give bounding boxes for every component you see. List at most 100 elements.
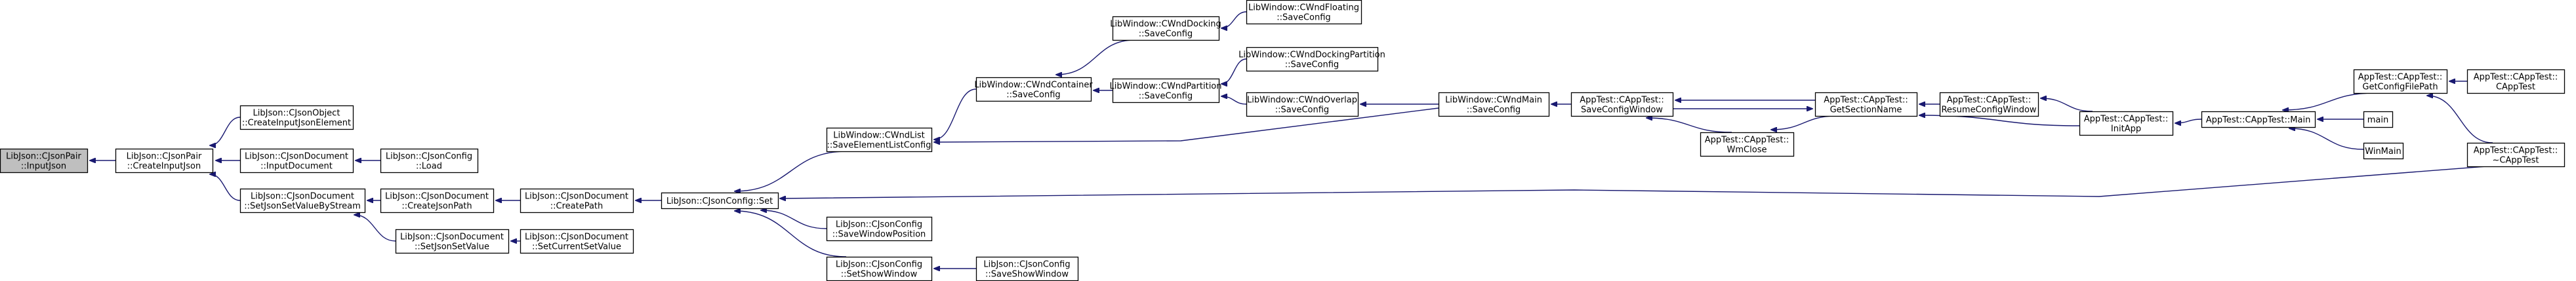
graph-node-libjson-cjsonconfig-saveshowwindow[interactable]: LibJson::CJsonConfig::SaveShowWindow xyxy=(975,256,1079,281)
node-label: ::SaveConfig xyxy=(1285,60,1339,70)
call-edge xyxy=(210,174,241,201)
node-box xyxy=(2201,111,2316,128)
graph-node-libjson-cjsondocument-createpath[interactable]: LibJson::CJsonDocument::CreatePath xyxy=(520,188,634,214)
node-label: LibJson::CJsonPair xyxy=(127,152,202,162)
node-box xyxy=(115,148,214,174)
node-label: WmClose xyxy=(1727,145,1767,155)
node-box xyxy=(826,256,933,281)
node-box xyxy=(1570,92,1674,117)
node-label: LibJson::CJsonObject xyxy=(253,109,340,119)
node-label: ::SetJsonSetValue xyxy=(415,242,489,252)
node-label: LibWindow::CWndDockingPartition xyxy=(1238,50,1385,60)
node-label: LibJson::CJsonDocument xyxy=(385,192,489,202)
call-edge xyxy=(735,211,847,257)
graph-node-apptest-capptest-saveconfigwindow[interactable]: AppTest::CAppTest::SaveConfigWindow xyxy=(1570,92,1674,117)
graph-node-apptest-capptest-getconfigfilepath[interactable]: AppTest::CAppTest::GetConfigFilePath xyxy=(2353,69,2448,94)
graph-node-libwindow-cwnddockingpartition-saveconfig[interactable]: LibWindow::CWndDockingPartition::SaveCon… xyxy=(1238,47,1385,72)
node-label: LibJson::CJsonConfig xyxy=(836,260,922,270)
graph-node-main[interactable]: main xyxy=(2363,111,2394,128)
node-label: AppTest::CAppTest:: xyxy=(2084,115,2169,124)
node-label: AppTest::CAppTest:: xyxy=(2474,146,2558,156)
node-label: LibJson::CJsonDocument xyxy=(400,233,504,242)
graph-node-winmain[interactable]: WinMain xyxy=(2363,142,2404,160)
node-box xyxy=(1246,47,1379,72)
node-box xyxy=(1438,92,1550,117)
graph-node-libwindow-cwndlist-saveelementlistconfig[interactable]: LibWindow::CWndList::SaveElementListConf… xyxy=(826,127,933,153)
graph-node-libjson-cjsondocument-inputdocument[interactable]: LibJson::CJsonDocument::InputDocument xyxy=(239,148,354,174)
graph-node-apptest-capptest-main[interactable]: AppTest::CAppTest::Main xyxy=(2201,111,2316,128)
node-box xyxy=(2363,111,2394,128)
graph-node-libjson-cjsondocument-setcurrentsetvalue[interactable]: LibJson::CJsonDocument::SetCurrentSetVal… xyxy=(520,229,634,254)
node-label: LibWindow::CWndContainer xyxy=(974,81,1093,90)
graph-node-libwindow-cwndmain-saveconfig[interactable]: LibWindow::CWndMain::SaveConfig xyxy=(1438,92,1550,117)
graph-node-libwindow-cwnddocking-saveconfig[interactable]: LibWindow::CWndDocking::SaveConfig xyxy=(1110,16,1221,41)
node-box xyxy=(239,105,354,130)
node-label: AppTest::CAppTest:: xyxy=(1705,136,1789,145)
graph-node-libwindow-cwndoverlap-saveconfig[interactable]: LibWindow::CWndOverlap::SaveConfig xyxy=(1246,92,1359,117)
graph-node-apptest-capptest-resumeconfigwindow[interactable]: AppTest::CAppTest::ResumeConfigWindow xyxy=(1939,92,2039,117)
node-label: LibWindow::CWndDocking xyxy=(1110,20,1221,29)
node-box xyxy=(2466,69,2566,94)
call-edge xyxy=(780,166,2487,198)
node-label: LibJson::CJsonConfig::Set xyxy=(666,197,773,206)
node-label: WinMain xyxy=(2365,147,2401,157)
node-label: LibJson::CJsonDocument xyxy=(525,192,628,202)
graph-node-libjson-cjsondocument-createjsonpath[interactable]: LibJson::CJsonDocument::CreateJsonPath xyxy=(380,188,495,214)
graph-node-libwindow-cwndfloating-saveconfig[interactable]: LibWindow::CWndFloating::SaveConfig xyxy=(1246,0,1362,25)
call-edge xyxy=(1221,11,1247,28)
graph-node-libjson-cjsonobject-createinputjsonelement[interactable]: LibJson::CJsonObject::CreateInputJsonEle… xyxy=(239,105,354,130)
node-label: ::CreateJsonPath xyxy=(401,202,472,212)
graph-node-libjson-cjsonconfig-set[interactable]: LibJson::CJsonConfig::Set xyxy=(661,192,779,210)
node-box xyxy=(975,256,1079,281)
node-label: AppTest::CAppTest::Main xyxy=(2206,115,2311,125)
node-label: AppTest::CAppTest:: xyxy=(2358,73,2443,83)
node-label: LibWindow::CWndFloating xyxy=(1248,3,1359,13)
node-box xyxy=(975,77,1092,102)
graph-node-libjson-cjsonpair-createinputjson[interactable]: LibJson::CJsonPair::CreateInputJson xyxy=(115,148,214,174)
graph-node-libjson-cjsondocument-setjsonsetvaluebystream[interactable]: LibJson::CJsonDocument::SetJsonSetValueB… xyxy=(239,188,366,214)
node-label: ::CreatePath xyxy=(550,202,603,212)
node-label: LibJson::CJsonPair xyxy=(6,152,81,162)
call-edge xyxy=(354,215,396,242)
node-box xyxy=(826,216,933,242)
node-box xyxy=(1246,0,1362,25)
node-label: ::SaveConfig xyxy=(1277,13,1330,23)
node-label: ::CreateInputJsonElement xyxy=(242,119,351,128)
node-label: LibWindow::CWndMain xyxy=(1445,96,1542,105)
graph-node-libjson-cjsonconfig-setshowwindow[interactable]: LibJson::CJsonConfig::SetShowWindow xyxy=(826,256,933,281)
node-label: ::SetJsonSetValueByStream xyxy=(244,202,361,212)
graph-node-libjson-cjsonconfig-savewindowposition[interactable]: LibJson::CJsonConfig::SaveWindowPosition xyxy=(826,216,933,242)
node-label: ::Load xyxy=(416,162,442,172)
node-label: ~CAppTest xyxy=(2493,156,2539,166)
graph-node-apptest-capptest-initapp[interactable]: AppTest::CAppTest::InitApp xyxy=(2079,111,2174,136)
call-edge xyxy=(2289,128,2364,150)
graph-node-libwindow-cwndcontainer-saveconfig[interactable]: LibWindow::CWndContainer::SaveConfig xyxy=(974,77,1093,102)
call-edge xyxy=(1221,96,1247,105)
call-edge xyxy=(210,117,241,145)
node-label: LibJson::CJsonDocument xyxy=(525,233,628,242)
graph-node-apptest-capptest-wmclose[interactable]: AppTest::CAppTest::WmClose xyxy=(1700,132,1795,157)
node-box xyxy=(1246,92,1359,117)
node-label: LibWindow::CWndOverlap xyxy=(1247,96,1357,105)
node-box xyxy=(1112,78,1220,103)
call-edge xyxy=(934,107,1439,142)
node-label: GetSectionName xyxy=(1830,105,1902,115)
node-label: AppTest::CAppTest:: xyxy=(2474,73,2558,83)
node-label: LibJson::CJsonConfig xyxy=(386,152,472,162)
graph-node-apptest-capptest-capptest[interactable]: AppTest::CAppTest::~CAppTest xyxy=(2466,142,2566,168)
node-label: ::SaveElementListConfig xyxy=(827,141,931,151)
graph-node-libjson-cjsonconfig-load[interactable]: LibJson::CJsonConfig::Load xyxy=(380,148,479,174)
node-label: ::SaveConfig xyxy=(1006,90,1060,100)
graph-node-apptest-capptest-getsectionname[interactable]: AppTest::CAppTest::GetSectionName xyxy=(1814,92,1918,117)
graph-node-libjson-cjsondocument-setjsonsetvalue[interactable]: LibJson::CJsonDocument::SetJsonSetValue xyxy=(395,229,510,254)
graph-node-libwindow-cwndpartition-saveconfig[interactable]: LibWindow::CWndPartition::SaveConfig xyxy=(1109,78,1222,103)
node-box xyxy=(1112,16,1220,41)
node-box xyxy=(1939,92,2039,117)
node-box xyxy=(2079,111,2174,136)
graph-node-apptest-capptest-capptest[interactable]: AppTest::CAppTest::CAppTest xyxy=(2466,69,2566,94)
node-label: ::SaveShowWindow xyxy=(985,270,1069,280)
call-edge xyxy=(2283,92,2375,110)
call-edge xyxy=(1056,39,1135,75)
graph-node-libjson-cjsonpair-inputjson: LibJson::CJsonPair::InputJson xyxy=(0,148,89,174)
